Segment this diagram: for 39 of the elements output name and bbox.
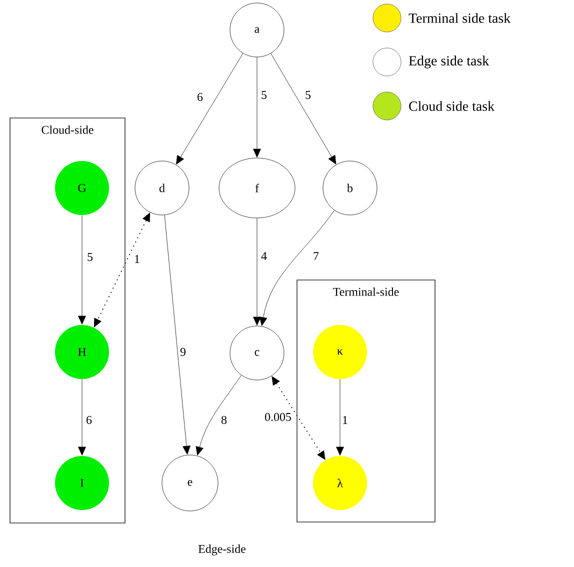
edge-label: 6 — [196, 92, 204, 102]
edge-label: 5 — [86, 252, 94, 262]
edge-label: 5 — [260, 90, 268, 100]
edge-label: 6 — [85, 414, 93, 425]
group-label: Edge-side — [198, 544, 246, 556]
arrow — [259, 210, 335, 326]
arrow — [270, 53, 336, 164]
task-node: a — [230, 2, 284, 58]
edge-label: 1 — [341, 415, 349, 425]
task-node: e — [162, 454, 218, 512]
arrow — [164, 214, 190, 455]
arrow — [78, 215, 86, 324]
edge-label: 0.005 — [264, 412, 292, 422]
edge-label: 5 — [304, 90, 312, 100]
task-node: H — [55, 325, 109, 379]
arrow — [253, 57, 261, 158]
task-node: κ — [313, 325, 367, 379]
task-node: I — [55, 456, 109, 510]
arrow — [336, 379, 344, 456]
legend-label: Terminal side task — [408, 13, 511, 23]
task-node: f — [218, 158, 296, 218]
edge-label: 8 — [220, 414, 228, 426]
edge-label: 7 — [312, 251, 320, 261]
edge-label: 1 — [133, 254, 141, 264]
task-node: c — [230, 326, 284, 380]
arrow — [176, 53, 244, 164]
task-node: λ — [313, 456, 367, 510]
arrow — [253, 218, 261, 326]
task-node: d — [134, 160, 190, 216]
arrow — [196, 375, 242, 456]
edge-label: 9 — [179, 346, 187, 357]
group-title: Cloud-side — [42, 126, 94, 134]
arrow — [78, 379, 86, 456]
edge-label: 4 — [260, 251, 268, 261]
legend-label: Edge side task — [408, 56, 490, 68]
legend-label: Cloud side task — [409, 101, 495, 111]
group-title: Terminal-side — [333, 288, 399, 296]
task-node: G — [55, 161, 109, 215]
task-node: b — [322, 160, 378, 216]
